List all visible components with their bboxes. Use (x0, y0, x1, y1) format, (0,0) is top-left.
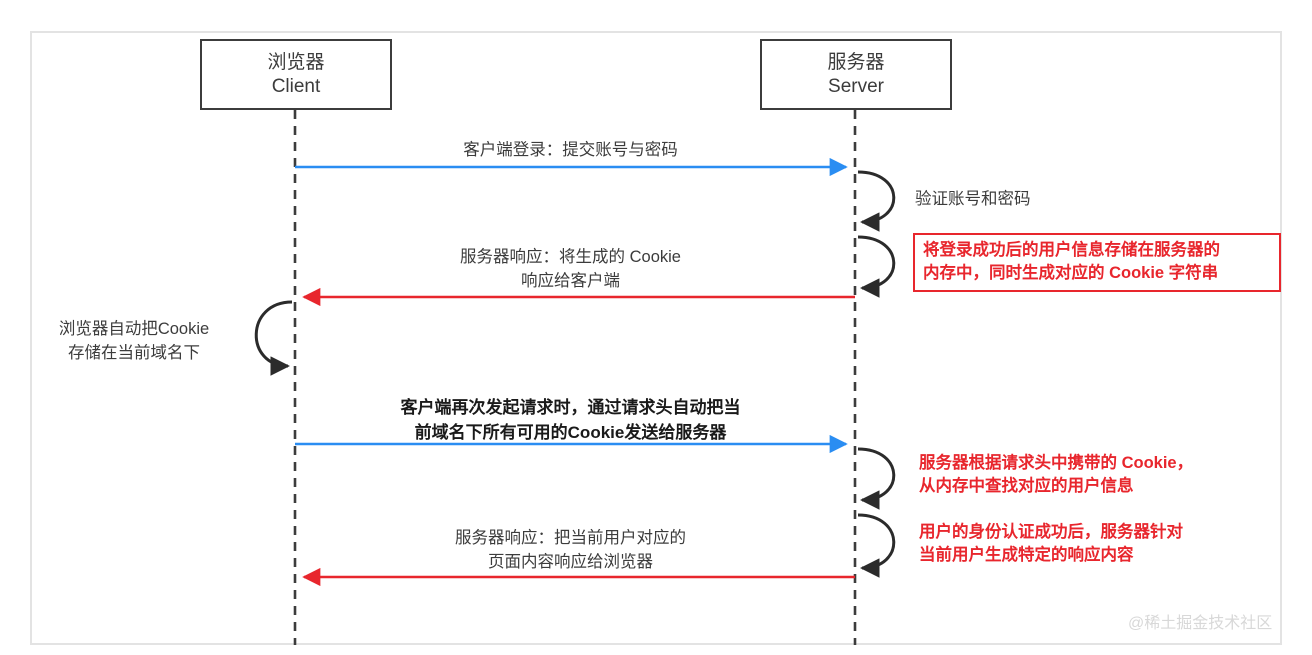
self-call-note-4-line-1: 服务器根据请求头中携带的 Cookie， (919, 454, 1194, 472)
actor-server-name-en: Server (828, 75, 884, 97)
self-call-label-3: 浏览器自动把Cookie 存储在当前域名下 (34, 318, 234, 366)
actor-box-client[interactable]: 浏览器 Client (200, 39, 392, 110)
self-call-label-3-line-1: 浏览器自动把Cookie (58, 320, 210, 338)
self-call-label-1-line-1: 验证账号和密码 (915, 190, 1031, 208)
self-call-label-1: 验证账号和密码 (915, 188, 1031, 212)
message-label-1-line-1: 客户端登录：提交账号与密码 (463, 141, 678, 159)
message-label-3: 客户端再次发起请求时，通过请求头自动把当 前域名下所有可用的Cookie发送给服… (295, 396, 846, 445)
message-label-4: 服务器响应：把当前用户对应的 页面内容响应给浏览器 (295, 527, 846, 575)
self-call-note-4: 服务器根据请求头中携带的 Cookie， 从内存中查找对应的用户信息 (919, 452, 1193, 499)
self-call-note-5-line-2: 当前用户生成特定的响应内容 (919, 546, 1134, 565)
self-call-note-4-line-2: 从内存中查找对应的用户信息 (919, 477, 1134, 496)
self-call-note-2: 将登录成功后的用户信息存储在服务器的 内存中，同时生成对应的 Cookie 字符… (913, 233, 1281, 292)
self-call-label-3-line-2: 存储在当前域名下 (68, 343, 200, 362)
diagram-frame (30, 31, 1282, 645)
message-label-4-line-2: 页面内容响应给浏览器 (488, 552, 653, 571)
actor-server-name-cn: 服务器 (827, 52, 885, 74)
message-label-3-line-2: 前域名下所有可用的Cookie发送给服务器 (414, 422, 727, 442)
self-call-note-5: 用户的身份认证成功后，服务器针对 当前用户生成特定的响应内容 (919, 521, 1183, 568)
actor-client-name-en: Client (271, 75, 321, 97)
self-call-note-2-line-2: 内存中，同时生成对应的 Cookie 字符串 (923, 264, 1219, 283)
self-call-note-2-line-1: 将登录成功后的用户信息存储在服务器的 (923, 241, 1220, 259)
actor-client-name-cn: 浏览器 (267, 52, 325, 74)
watermark-label: @稀土掘金技术社区 (1128, 615, 1273, 632)
self-call-note-5-line-1: 用户的身份认证成功后，服务器针对 (919, 523, 1183, 541)
message-label-1: 客户端登录：提交账号与密码 (295, 139, 846, 163)
message-label-4-line-1: 服务器响应：把当前用户对应的 (455, 529, 686, 547)
message-label-3-line-1: 客户端再次发起请求时，通过请求头自动把当 (400, 398, 741, 417)
message-label-2-line-2: 响应给客户端 (521, 271, 620, 290)
message-label-2: 服务器响应：将生成的 Cookie 响应给客户端 (295, 246, 846, 294)
actor-box-server[interactable]: 服务器 Server (760, 39, 952, 110)
message-label-2-line-1: 服务器响应：将生成的 Cookie (460, 248, 681, 266)
